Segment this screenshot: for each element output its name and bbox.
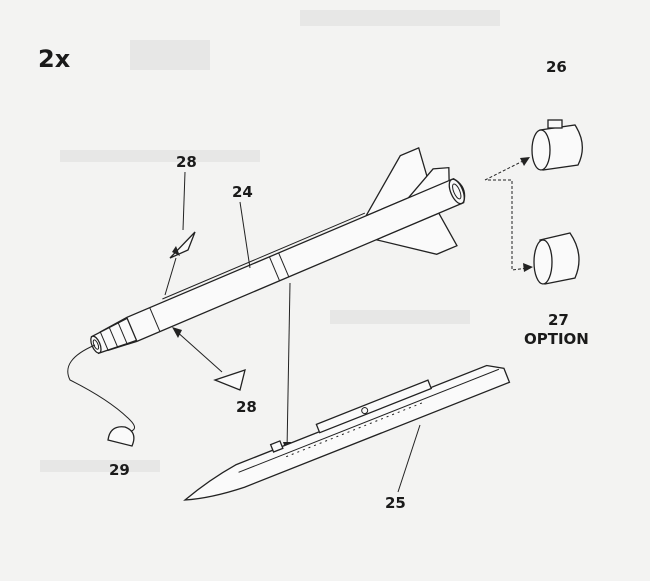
wire-29 [67, 344, 135, 433]
part-25-launch-rail [183, 364, 511, 501]
leader-24 [239, 201, 251, 269]
attach-arrow-25 [286, 282, 291, 451]
label-27-option: OPTION [524, 330, 589, 348]
part-28-fin-bottom [213, 369, 246, 391]
leader-25 [397, 424, 421, 493]
label-24: 24 [232, 183, 253, 201]
bleed-through [40, 10, 500, 472]
part-26-cap [531, 119, 583, 171]
arrow-28-bottom [174, 329, 223, 373]
part-27-cap-option [533, 232, 580, 285]
label-27: 27 [548, 311, 569, 329]
arrow-to-26 [484, 159, 526, 181]
label-28-bottom: 28 [236, 398, 257, 416]
arrow-28-top [164, 257, 177, 296]
part-29-dome [107, 426, 135, 447]
part-24-missile [90, 146, 466, 355]
arrow-to-27 [488, 179, 529, 271]
quantity-label: 2x [38, 45, 71, 73]
label-26: 26 [546, 58, 567, 76]
leader-28-top [182, 171, 186, 231]
part-28-fin-top [169, 231, 196, 259]
label-28-top: 28 [176, 153, 197, 171]
label-29: 29 [109, 461, 130, 479]
label-25: 25 [385, 494, 406, 512]
